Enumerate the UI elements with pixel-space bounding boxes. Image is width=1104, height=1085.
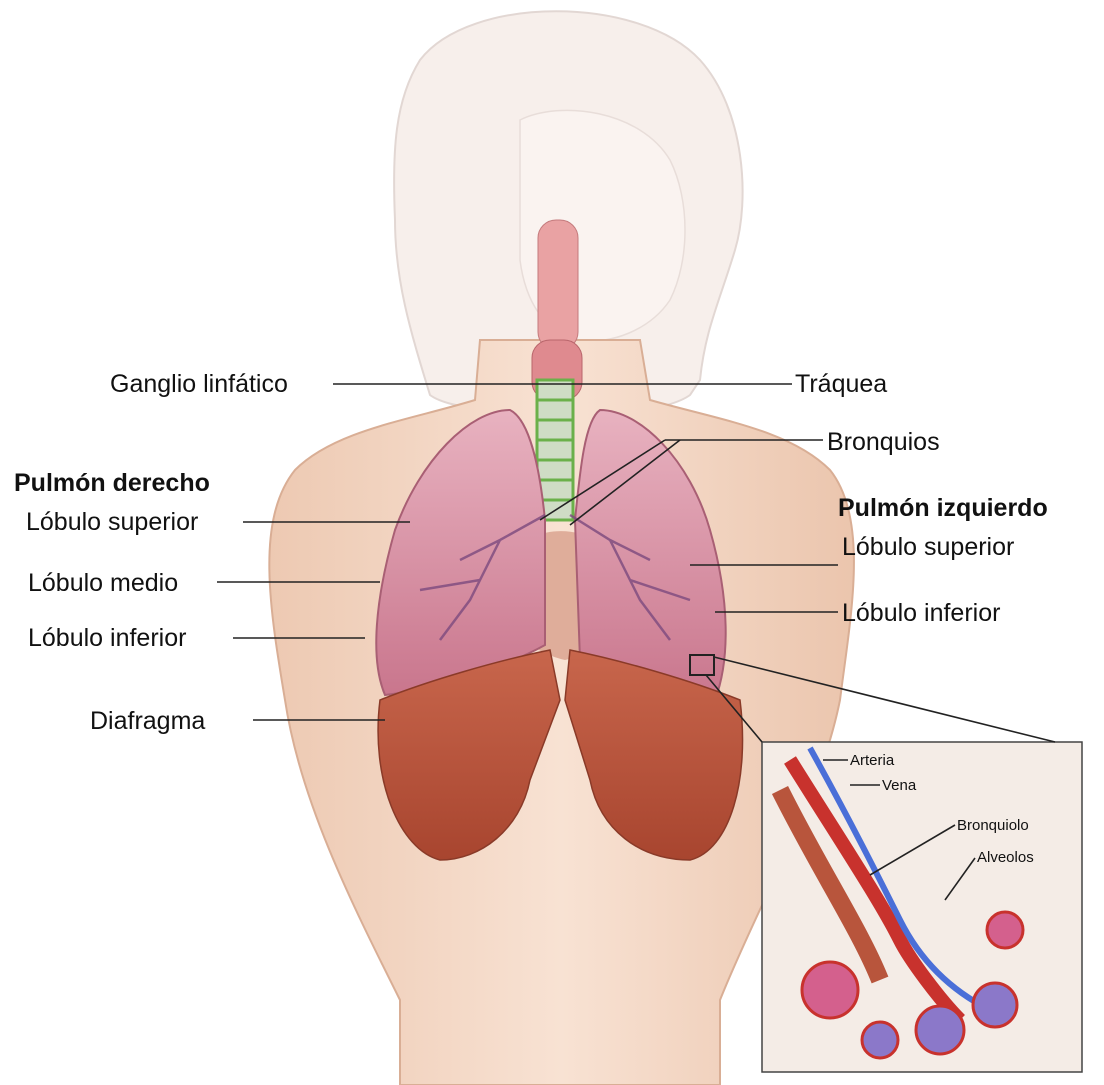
label-alveolos: Alveolos <box>977 849 1034 866</box>
label-izq-lobulo-superior: Lóbulo superior <box>842 533 1014 561</box>
label-izq-lobulo-inferior: Lóbulo inferior <box>842 599 1000 627</box>
label-pulmon-izquierdo: Pulmón izquierdo <box>838 494 1048 522</box>
label-der-lobulo-medio: Lóbulo medio <box>28 569 178 597</box>
label-bronquiolo: Bronquiolo <box>957 817 1029 834</box>
label-traquea: Tráquea <box>795 370 887 398</box>
label-diafragma: Diafragma <box>90 707 205 735</box>
label-bronquios: Bronquios <box>827 428 940 456</box>
label-vena: Vena <box>882 777 917 794</box>
label-arteria: Arteria <box>850 752 895 769</box>
alveoli-inset <box>762 742 1082 1072</box>
label-ganglio-linfatico: Ganglio linfático <box>110 370 288 398</box>
label-der-lobulo-inferior: Lóbulo inferior <box>28 624 186 652</box>
label-der-lobulo-superior: Lóbulo superior <box>26 508 198 536</box>
label-pulmon-derecho: Pulmón derecho <box>14 469 210 497</box>
